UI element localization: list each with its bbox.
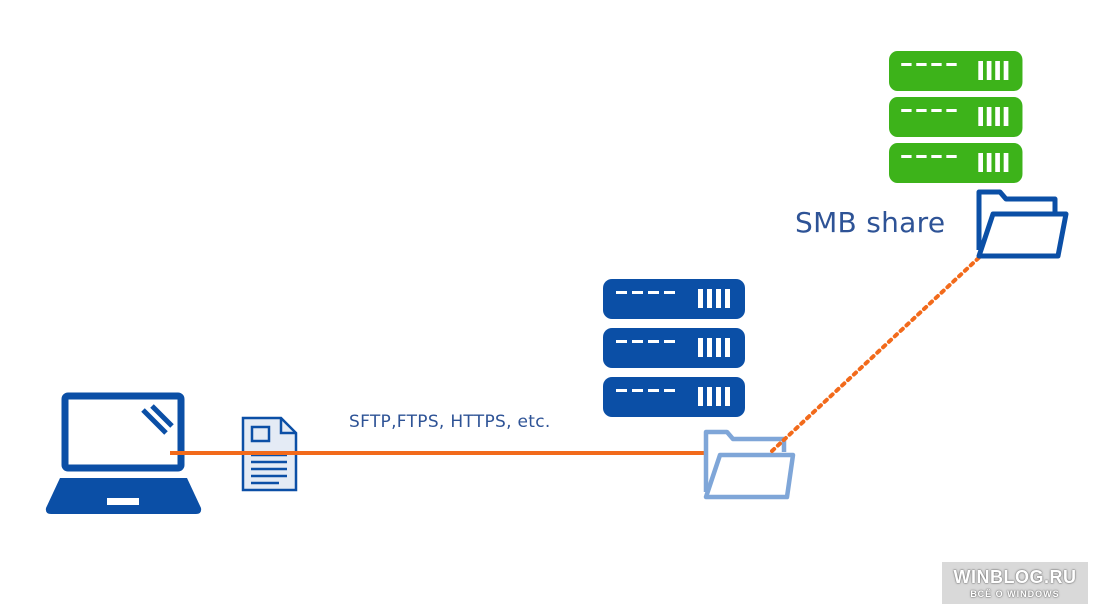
watermark-title: WINBLOG.RU bbox=[953, 567, 1077, 587]
protocol-label: SFTP,FTPS, HTTPS, etc. bbox=[349, 412, 551, 432]
folder-icon bbox=[703, 429, 796, 500]
folder-icon bbox=[976, 189, 1069, 259]
laptop-icon bbox=[45, 392, 202, 514]
server-stack-icon bbox=[889, 51, 1023, 183]
watermark: WINBLOG.RU ВСЁ О WINDOWS bbox=[942, 562, 1088, 604]
smb-transfer-arrow bbox=[770, 238, 999, 453]
server-stack-icon bbox=[603, 279, 745, 417]
smb-share-label: SMB share bbox=[795, 206, 946, 239]
watermark-subtitle: ВСЁ О WINDOWS bbox=[970, 589, 1060, 599]
